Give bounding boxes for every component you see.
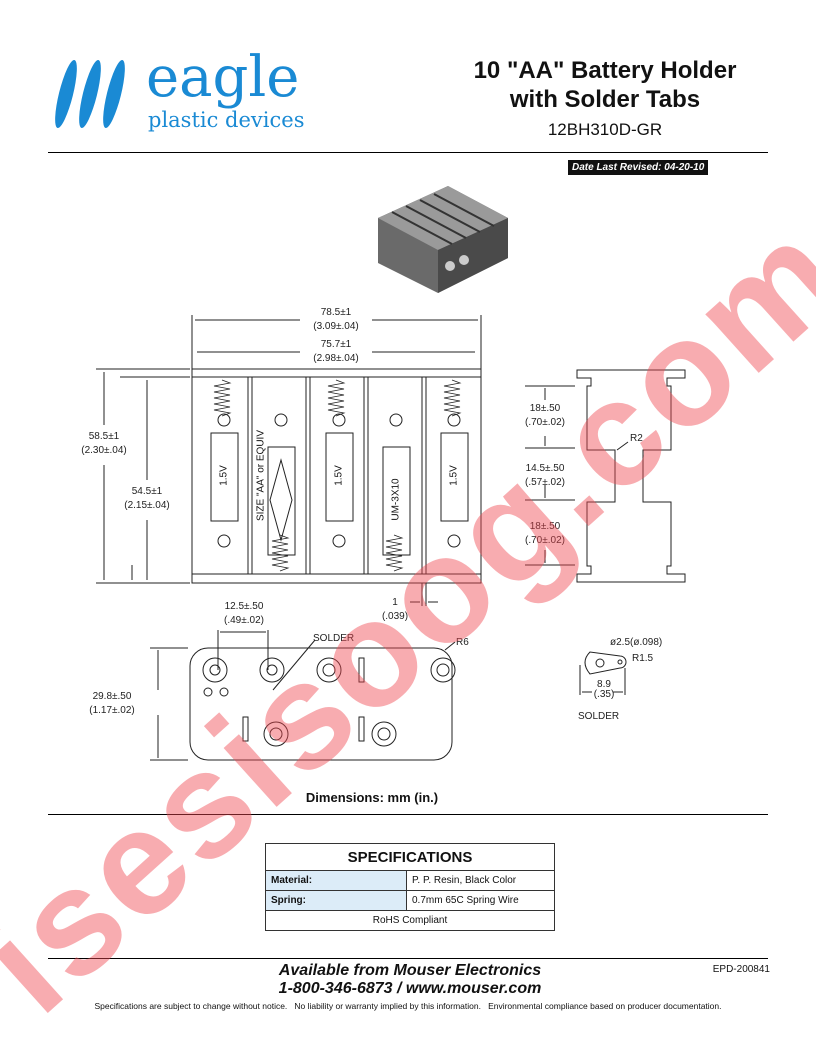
- cell-label: 1.5V: [333, 465, 345, 486]
- dim-tab-radius: R1.5: [632, 653, 654, 664]
- dimension-drawing: [96, 315, 686, 761]
- dim-value-in: (.35): [593, 689, 615, 700]
- document-number: EPD-200841: [712, 964, 770, 975]
- dim-value: 75.7±1: [320, 339, 352, 350]
- availability-text: Available from Mouser Electronics: [278, 962, 542, 979]
- dim-value-in: (2.30±.04): [81, 445, 127, 456]
- cell-dividers: [247, 376, 427, 575]
- cell-label: 1.5V: [218, 465, 230, 486]
- dim-side-radius: R2: [630, 433, 643, 444]
- dim-overall-width: 78.5±1 (3.09±.04): [300, 306, 372, 334]
- dim-value: 18±.50: [529, 521, 561, 532]
- contact-link[interactable]: 1-800-346-6873 / www.mouser.com: [278, 980, 542, 997]
- revised-label: Date Last Revised:: [572, 162, 662, 173]
- cell-label: SIZE "AA" or EQUIV: [255, 430, 267, 522]
- solder-callout: SOLDER: [313, 633, 355, 644]
- specifications-table: SPECIFICATIONS Material:P. P. Resin, Bla…: [265, 843, 555, 931]
- eagle-logo-stripes-icon: [55, 59, 125, 129]
- logo-tagline: plastic devices: [148, 108, 305, 132]
- spec-value: 0.7mm 65C Spring Wire: [406, 890, 555, 911]
- dim-value-in: (2.15±.04): [124, 500, 170, 511]
- units-note: Dimensions: mm (in.): [305, 790, 439, 805]
- cell-label: 1.5V: [448, 465, 460, 486]
- dim-inner-width: 75.7±1 (2.98±.04): [300, 338, 372, 366]
- cell-label: UM-3X10: [390, 478, 402, 521]
- product-photo: [378, 186, 508, 293]
- dim-overall-height: 58.5±1 (2.30±.04): [70, 430, 138, 458]
- spec-title: SPECIFICATIONS: [265, 843, 555, 871]
- dim-side-mid: 14.5±.50 (.57±.02): [515, 462, 575, 490]
- logo-wordmark: eagle: [146, 45, 300, 110]
- dim-value: 54.5±1: [131, 486, 163, 497]
- availability: Available from Mouser Electronics 1-800-…: [210, 962, 610, 998]
- divider: [48, 814, 768, 815]
- dim-side-bottom: 18±.50 (.70±.02): [515, 520, 575, 548]
- product-title-line1: 10 "AA" Battery Holder: [473, 57, 737, 84]
- disclaimer: Specifications are subject to change wit…: [94, 1001, 722, 1011]
- solder-tab-label: SOLDER: [578, 711, 620, 722]
- part-number: 12BH310D-GR: [547, 120, 663, 139]
- table-row: Spring:0.7mm 65C Spring Wire: [265, 890, 555, 911]
- dim-value: 18±.50: [529, 403, 561, 414]
- dim-value-in: (.039): [381, 611, 409, 622]
- dim-value-in: (1.17±.02): [89, 705, 135, 716]
- dim-value: 29.8±.50: [92, 691, 132, 702]
- revision-badge: Date Last Revised: 04-20-10: [568, 160, 709, 175]
- dim-value: 78.5±1: [320, 307, 352, 318]
- dim-value-in: (.49±.02): [224, 615, 264, 626]
- dim-value: 14.5±.50: [525, 463, 565, 474]
- divider: [48, 958, 768, 959]
- spec-footer: RoHS Compliant: [265, 910, 555, 931]
- dim-tab-hole: ø2.5(ø.098): [610, 637, 663, 648]
- dim-value: 8.9: [597, 679, 611, 690]
- dim-inner-height: 54.5±1 (2.15±.04): [113, 485, 181, 513]
- divider: [48, 152, 768, 153]
- dim-bottom-radius: R6: [456, 637, 469, 648]
- dim-value: 12.5±.50: [224, 601, 264, 612]
- dim-value: 58.5±1: [88, 431, 120, 442]
- spec-value: P. P. Resin, Black Color: [406, 870, 555, 891]
- dim-value-in: (3.09±.04): [313, 321, 359, 332]
- dim-value-in: (.70±.02): [525, 417, 565, 428]
- dim-value-in: (2.98±.04): [313, 353, 359, 364]
- dim-tab-length: 8.9(.35): [586, 680, 622, 700]
- dim-side-top: 18±.50 (.70±.02): [515, 402, 575, 430]
- dim-value-in: (.57±.02): [525, 477, 565, 488]
- dim-tab-pitch: 12.5±.50 (.49±.02): [212, 600, 276, 628]
- dim-wall: 1 (.039): [380, 596, 410, 624]
- spec-label: Spring:: [265, 890, 407, 911]
- spec-label: Material:: [265, 870, 407, 891]
- dim-value-in: (.70±.02): [525, 535, 565, 546]
- table-row: Material:P. P. Resin, Black Color: [265, 870, 555, 891]
- dim-bottom-height: 29.8±.50 (1.17±.02): [74, 690, 150, 718]
- product-title-line2: with Solder Tabs: [509, 86, 701, 113]
- dim-value: 1: [392, 597, 398, 608]
- revised-date: 04-20-10: [664, 162, 705, 173]
